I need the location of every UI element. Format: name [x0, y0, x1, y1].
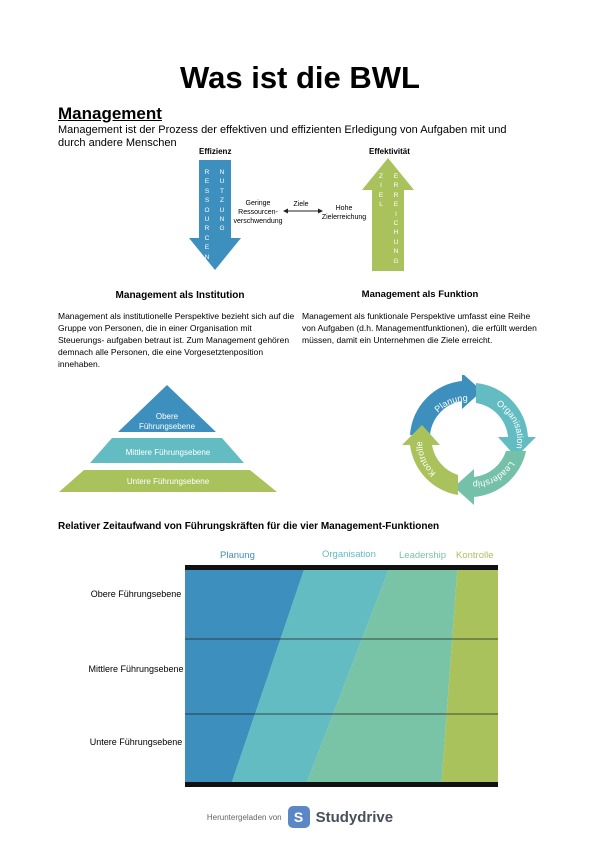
erreichung-letter: I: [395, 210, 397, 218]
chart-header-planung: Planung: [220, 550, 255, 561]
erreichung-letter: N: [393, 248, 399, 256]
down-arrow-icon: [189, 160, 241, 270]
time-allocation-chart: [185, 565, 498, 787]
chart-header-leadership: Leadership: [399, 550, 447, 561]
nutzung-letter: Z: [220, 197, 224, 205]
geringe-text: Geringe Ressourcen-verschwendung: [233, 200, 283, 225]
chart-band-organisation: [231, 570, 389, 782]
ziel-letter: I: [380, 182, 382, 190]
ressourcen-letter: E: [204, 244, 210, 252]
ressourcen-letter: R: [204, 225, 210, 233]
definition-text: Management ist der Prozess der effektive…: [58, 124, 507, 149]
management-pyramid: [59, 385, 277, 492]
cycle-organisation-segment: [476, 383, 536, 457]
ressourcen-letter: U: [204, 216, 210, 224]
nutzung-letter: T: [220, 187, 224, 195]
chart-title: Relativer Zeitaufwand von Führungskräfte…: [58, 521, 440, 532]
erreichung-letter: U: [393, 238, 399, 246]
ressourcen-letter: R: [204, 169, 210, 176]
chart-band-leadership: [307, 570, 458, 782]
up-arrow-icon: [362, 158, 414, 271]
nutzung-letter: N: [219, 216, 225, 224]
page-title: Was ist die BWL: [180, 60, 420, 95]
nutzung-letter: U: [219, 178, 225, 186]
nutzung-letter: G: [219, 225, 225, 233]
pyramid-top-label: Obere Führungsebene: [138, 412, 196, 431]
institution-text: Management als institutionelle Perspekti…: [58, 311, 295, 369]
erreichung-letter: R: [393, 182, 399, 190]
ziel-letter: L: [379, 201, 383, 209]
double-arrow-icon: [283, 208, 323, 214]
erreichung-letter: G: [393, 257, 399, 265]
pyramid-middle-label: Mittlere Führungsebene: [125, 448, 211, 457]
ressourcen-letter: O: [204, 206, 210, 214]
pyramid-middle-layer: [90, 438, 244, 463]
management-cycle: Planung Organisation Leadership Kontroll…: [402, 375, 536, 505]
chart-row-label-mittlere: Mittlere Führungsebene: [88, 664, 184, 674]
funktion-title: Management als Funktion: [361, 289, 479, 300]
chart-band-planung: [185, 570, 304, 782]
funktion-text: Management als funktionale Perspektive u…: [302, 311, 537, 345]
hohe-text: Hohe Zielerreichung: [321, 205, 367, 221]
cycle-planung-segment: [410, 375, 482, 435]
studydrive-logo-icon: S: [287, 806, 310, 828]
effizienz-label: Effizienz: [199, 147, 232, 156]
erreichung-letter: R: [393, 191, 399, 199]
erreichung-letter: E: [393, 173, 399, 180]
ziel-letter: Z: [379, 173, 383, 180]
pyramid-top-layer: [118, 385, 216, 432]
chart-header-organisation: Organisation: [322, 549, 376, 560]
ziele-text: Ziele: [293, 201, 309, 208]
chart-bottom-bar: [185, 782, 498, 787]
institution-title: Management als Institution: [115, 290, 245, 301]
ressourcen-letter: S: [204, 197, 210, 205]
chart-row-label-obere: Obere Führungsebene: [90, 589, 182, 599]
chart-top-bar: [185, 565, 498, 570]
erreichung-letter: C: [393, 220, 399, 228]
pyramid-bottom-label: Untere Führungsebene: [126, 477, 210, 486]
ressourcen-letter: C: [204, 234, 210, 242]
erreichung-letter: H: [393, 229, 399, 237]
effektivitaet-label: Effektivität: [369, 147, 410, 156]
section-heading: Management: [58, 104, 162, 123]
footer: Heruntergeladen von S Studydrive: [0, 806, 600, 828]
chart-header-kontrolle: Kontrolle: [456, 550, 494, 561]
ziel-letter: E: [378, 191, 384, 199]
ressourcen-letter: N: [204, 253, 210, 261]
nutzung-letter: N: [219, 169, 225, 176]
ressourcen-letter: S: [204, 187, 210, 195]
cycle-leadership-segment: [454, 451, 526, 505]
chart-row-label-untere: Untere Führungsebene: [89, 737, 183, 747]
footer-brand[interactable]: Studydrive: [315, 808, 394, 826]
footer-prefix: Heruntergeladen von: [206, 812, 282, 822]
chart-band-kontrolle: [441, 570, 498, 782]
ressourcen-letter: E: [204, 178, 210, 186]
nutzung-letter: U: [219, 206, 225, 214]
erreichung-letter: E: [393, 201, 399, 209]
pyramid-bottom-layer: [59, 470, 277, 492]
cycle-kontrolle-segment: [402, 425, 458, 495]
